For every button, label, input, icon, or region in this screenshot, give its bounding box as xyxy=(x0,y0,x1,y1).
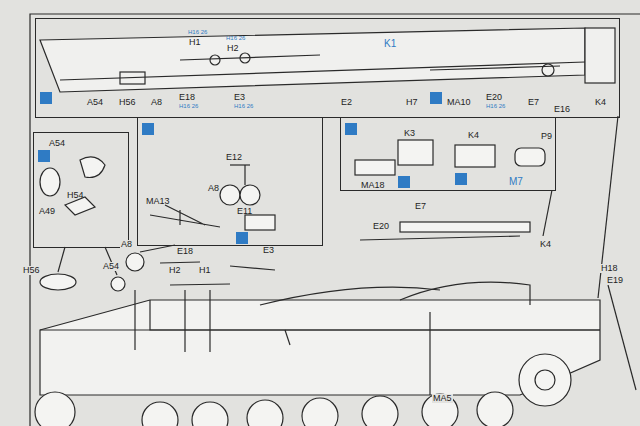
part-number: P9 xyxy=(541,132,552,141)
paint-code: H16 26 xyxy=(188,29,207,35)
part-number: H1 xyxy=(189,38,201,47)
paint-code: H16 26 xyxy=(226,35,245,41)
part-number: E20 xyxy=(486,93,502,102)
callout-panel: E12A8MA13E11 xyxy=(137,117,323,246)
part-number: A8 xyxy=(208,184,219,193)
part-number: E18 xyxy=(176,247,194,256)
part-number: A54 xyxy=(87,98,103,107)
part-number: A54 xyxy=(102,262,120,271)
paint-code: M7 xyxy=(509,177,523,187)
paint-code: K1 xyxy=(384,39,396,49)
callout-panel: A54H54A49 xyxy=(33,132,129,248)
part-number: E19 xyxy=(606,276,624,285)
part-number: H56 xyxy=(22,266,41,275)
part-number: MA5 xyxy=(432,394,453,403)
part-number: H56 xyxy=(119,98,136,107)
part-number: E12 xyxy=(226,153,242,162)
paint-code: H16 26 xyxy=(179,103,198,109)
part-number: E7 xyxy=(414,202,427,211)
callout-panel: K3 K4 P9MA18 M7 xyxy=(340,117,556,191)
part-number: E3 xyxy=(262,246,275,255)
part-number: A8 xyxy=(120,240,133,249)
part-number: K3 xyxy=(404,129,415,138)
part-number: H54 xyxy=(67,191,84,200)
callout-panel: H16 26H1H16 26H2K1A54H56A8E18H16 26E3H16… xyxy=(35,18,620,118)
part-number: E3 xyxy=(234,93,245,102)
part-number: E2 xyxy=(341,98,352,107)
part-number: A8 xyxy=(151,98,162,107)
part-number: H2 xyxy=(227,44,239,53)
part-number: K4 xyxy=(595,98,606,107)
paint-code: H16 26 xyxy=(234,103,253,109)
part-number: MA18 xyxy=(361,181,385,190)
part-number: E11 xyxy=(237,207,252,216)
part-number: A49 xyxy=(39,207,55,216)
part-number: E18 xyxy=(179,93,195,102)
part-number: MA10 xyxy=(447,98,471,107)
part-number: E20 xyxy=(372,222,390,231)
part-number: A54 xyxy=(49,139,65,148)
part-number: H2 xyxy=(168,266,182,275)
part-number: H1 xyxy=(198,266,212,275)
part-number: H7 xyxy=(406,98,418,107)
part-number: E16 xyxy=(554,105,570,114)
part-number: K4 xyxy=(539,240,552,249)
paint-code: H16 26 xyxy=(486,103,505,109)
part-number: K4 xyxy=(468,131,479,140)
part-number: MA13 xyxy=(146,197,170,206)
part-number: E7 xyxy=(528,98,539,107)
part-number: H18 xyxy=(600,264,619,273)
